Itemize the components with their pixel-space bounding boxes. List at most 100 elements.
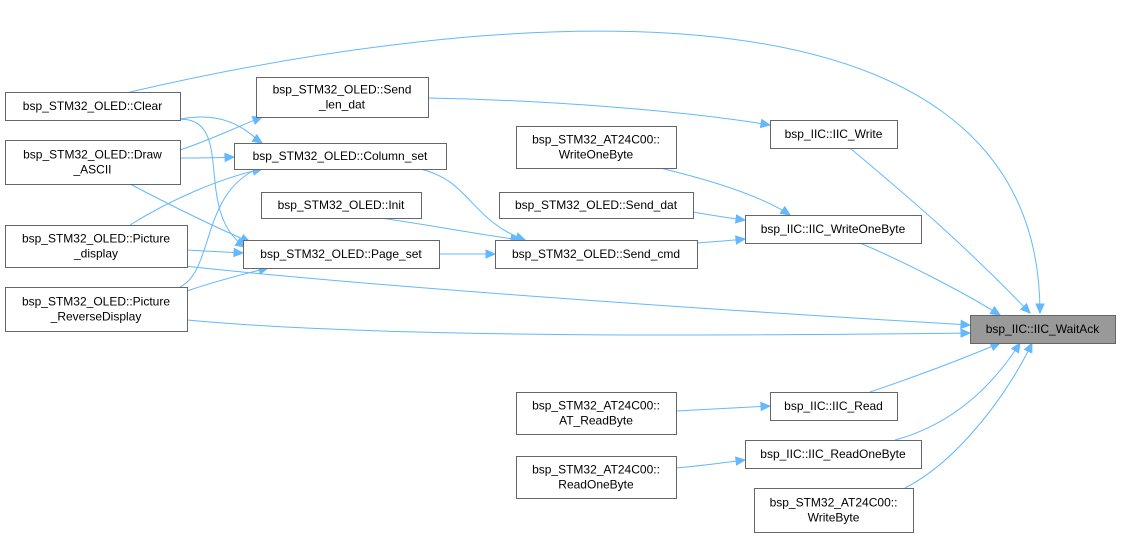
node-wait-ack[interactable]: bsp_IIC::IIC_WaitAck [970, 315, 1116, 344]
node-label: _ASCII [72, 163, 111, 177]
node-box [5, 287, 188, 332]
edge-oled_clear-to-oled_column_set [174, 116, 263, 144]
node-box [516, 456, 677, 499]
node-label: bsp_STM32_OLED::Picture [22, 232, 170, 246]
node-oled-picture-reverse[interactable]: bsp_STM32_OLED::Picture_ReverseDisplay [5, 287, 188, 332]
node-oled-picture-display[interactable]: bsp_STM32_OLED::Picture_display [5, 225, 188, 268]
node-oled-send-cmd[interactable]: bsp_STM32_OLED::Send_cmd [495, 240, 698, 269]
node-oled-send-dat[interactable]: bsp_STM32_OLED::Send_dat [499, 192, 694, 219]
edge-oled_picture_display-to-oled_column_set [129, 168, 263, 226]
node-label: bsp_STM32_OLED::Send_cmd [512, 247, 680, 261]
arrowhead-wait_ack [960, 319, 972, 330]
node-iic-read-one-byte[interactable]: bsp_IIC::IIC_ReadOneByte [745, 440, 922, 469]
edge-at24_write_one_byte-to-iic_write_one_byte [659, 167, 791, 216]
node-label: _display [73, 247, 118, 261]
node-iic-read[interactable]: bsp_IIC::IIC_Read [770, 392, 898, 421]
node-box [5, 92, 181, 121]
edge-oled_column_set-to-oled_send_cmd [419, 168, 526, 241]
node-at24-at-read-byte[interactable]: bsp_STM32_AT24C00::AT_ReadByte [516, 392, 677, 435]
node-box [516, 126, 677, 169]
node-label: bsp_IIC::IIC_ReadOneByte [760, 447, 906, 461]
arrowhead-iic_write [759, 118, 772, 129]
node-box [745, 215, 922, 244]
node-oled-send-len-dat[interactable]: bsp_STM32_OLED::Send_len_dat [256, 77, 429, 118]
node-box [770, 392, 898, 421]
node-label: bsp_STM32_OLED::Column_set [253, 149, 428, 163]
node-label: bsp_STM32_OLED::Page_set [260, 247, 422, 261]
node-label: bsp_STM32_OLED::Send [273, 83, 412, 97]
arrowhead-wait_ack [1010, 341, 1021, 354]
edge-oled_picture_reverse-to-wait_ack [186, 319, 971, 336]
arrowhead-iic_write_one_byte [779, 205, 792, 216]
edge-oled_draw_ascii-to-oled_send_len_dat [179, 116, 263, 151]
node-at24-write-byte[interactable]: bsp_STM32_AT24C00::WriteByte [754, 488, 914, 533]
node-label: bsp_IIC::IIC_WaitAck [986, 322, 1101, 336]
node-label: bsp_STM32_OLED::Init [278, 198, 405, 212]
edge-oled_picture_reverse-to-oled_column_set [179, 166, 263, 288]
edge-at24_read_one_byte-to-iic_read_one_byte [675, 459, 746, 469]
node-oled-draw-ascii[interactable]: bsp_STM32_OLED::Draw_ASCII [5, 140, 181, 185]
node-iic-write-one-byte[interactable]: bsp_IIC::IIC_WriteOneByte [745, 215, 922, 244]
edge-oled_send_len_dat-to-iic_write [427, 97, 771, 126]
node-label: _len_dat [318, 98, 366, 112]
arrowhead-wait_ack [1035, 303, 1045, 315]
node-box [495, 240, 698, 269]
arrowhead-oled_page_set [234, 237, 247, 248]
node-label: bsp_IIC::IIC_Read [784, 399, 883, 413]
node-label: bsp_STM32_AT24C00:: [532, 399, 660, 413]
edge-at24_at_read_byte-to-iic_read [675, 405, 771, 412]
arrowhead-oled_send_cmd [485, 249, 497, 259]
edge-at24_write_byte-to-wait_ack [904, 342, 1033, 489]
node-oled-clear[interactable]: bsp_STM32_OLED::Clear [5, 92, 181, 121]
node-label: bsp_STM32_OLED::Clear [23, 99, 162, 113]
node-label: _ReverseDisplay [50, 310, 142, 324]
edge-iic_write-to-wait_ack [849, 147, 1031, 314]
node-box [5, 225, 188, 268]
arrowhead-iic_write_one_byte [735, 235, 747, 245]
node-box [243, 240, 440, 269]
edge-oled_clear-to-oled_page_set [171, 118, 246, 248]
edge-oled_init-to-oled_send_cmd [379, 217, 521, 241]
node-label: bsp_IIC::IIC_WriteOneByte [761, 222, 906, 236]
node-oled-page-set[interactable]: bsp_STM32_OLED::Page_set [243, 240, 440, 269]
edge-oled_clear-to-wait_ack [129, 30, 1041, 314]
edge-iic_write_one_byte-to-wait_ack [859, 242, 1001, 316]
arrowhead-oled_column_set [251, 133, 264, 144]
node-box [499, 192, 694, 219]
node-label: bsp_STM32_OLED::Picture [22, 295, 170, 309]
node-box [516, 392, 677, 435]
node-iic-write[interactable]: bsp_IIC::IIC_Write [770, 120, 898, 149]
arrowhead-wait_ack [1019, 302, 1031, 314]
arrowhead-iic_read_one_byte [734, 456, 747, 466]
node-label: bsp_STM32_AT24C00:: [770, 496, 898, 510]
node-box [261, 192, 422, 219]
edge-oled_picture_display-to-wait_ack [174, 264, 971, 326]
arrowhead-oled_page_set [233, 247, 245, 258]
node-label: WriteByte [808, 511, 860, 525]
node-oled-column-set[interactable]: bsp_STM32_OLED::Column_set [234, 143, 447, 170]
call-edges [129, 30, 1045, 489]
call-nodes: bsp_IIC::IIC_WaitAck bsp_STM32_OLED::Clea… [5, 77, 1116, 533]
edge-oled_draw_ascii-to-oled_page_set [129, 183, 251, 243]
node-oled-init[interactable]: bsp_STM32_OLED::Init [261, 192, 422, 219]
node-label: bsp_IIC::IIC_Write [785, 127, 883, 141]
node-box [754, 488, 914, 533]
node-at24-write-one-byte[interactable]: bsp_STM32_AT24C00::WriteOneByte [516, 126, 677, 169]
node-label: bsp_STM32_AT24C00:: [532, 463, 660, 477]
arrowhead-iic_write_one_byte [734, 214, 747, 224]
node-box [770, 120, 898, 149]
node-at24-read-one-byte[interactable]: bsp_STM32_AT24C00::ReadOneByte [516, 456, 677, 499]
node-label: AT_ReadByte [559, 414, 633, 428]
arrowhead-wait_ack [960, 328, 972, 338]
node-box [256, 77, 429, 118]
arrowhead-oled_column_set [224, 152, 236, 163]
edge-oled_picture_reverse-to-oled_page_set [186, 267, 269, 292]
node-box [234, 143, 447, 170]
node-label: ReadOneByte [558, 478, 634, 492]
node-box [5, 140, 181, 185]
arrowhead-iic_read [760, 401, 772, 412]
node-label: bsp_STM32_OLED::Send_dat [515, 198, 678, 212]
arrowhead-wait_ack [1023, 341, 1033, 354]
node-box [970, 315, 1116, 344]
